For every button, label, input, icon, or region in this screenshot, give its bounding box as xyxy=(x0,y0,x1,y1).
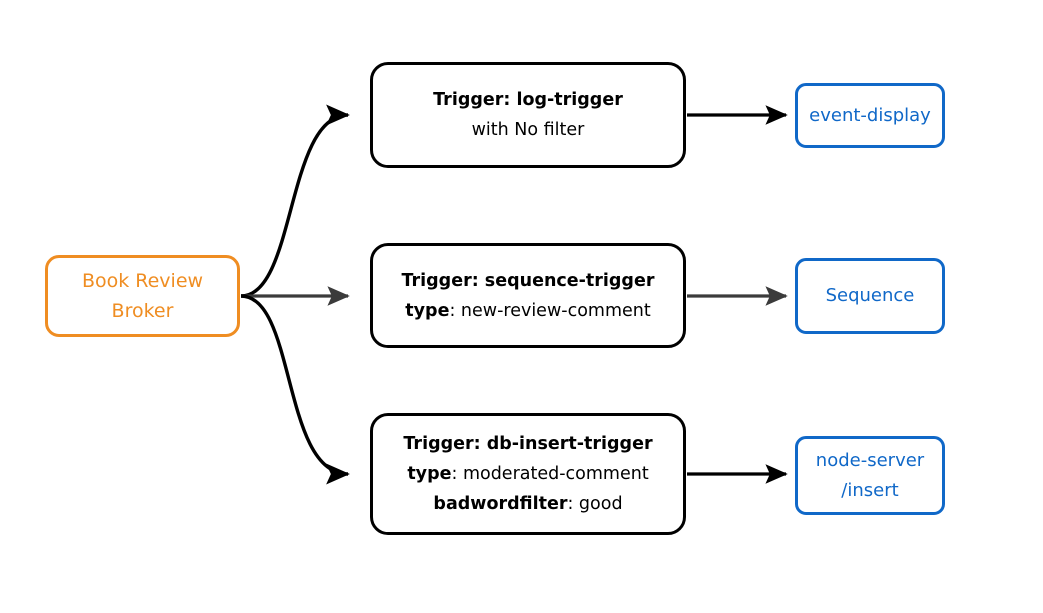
node-target-event-display[interactable]: event-display xyxy=(795,83,945,148)
node-target-node-server-insert[interactable]: node-server /insert xyxy=(795,436,945,515)
node-trigger-log-trigger[interactable]: Trigger: log-trigger with No filter xyxy=(370,62,686,168)
trigger-2-line-1: Trigger: sequence-trigger xyxy=(402,266,655,296)
trigger-2-line-2-rest: : new-review-comment xyxy=(449,300,651,321)
trigger-1-line-2-rest: with No filter xyxy=(471,120,585,140)
node-trigger-sequence-trigger[interactable]: Trigger: sequence-trigger type: new-revi… xyxy=(370,243,686,348)
edge-broker-to-log-trigger xyxy=(240,104,350,298)
target-2-label: Sequence xyxy=(825,285,915,306)
trigger-3-line-2-bold: type xyxy=(407,464,452,484)
broker-label-line-1: Book Review xyxy=(81,270,204,292)
edge-broker-to-db-insert-trigger xyxy=(240,294,350,485)
target-1-label: event-display xyxy=(809,104,931,126)
broker-label-line-2: Broker xyxy=(111,300,174,322)
node-trigger-db-insert-trigger[interactable]: Trigger: db-insert-trigger type: moderat… xyxy=(370,413,686,535)
trigger-2-line-2-bold: type xyxy=(405,300,450,321)
trigger-3-line-1-bold: Trigger: db-insert-trigger xyxy=(403,434,653,454)
trigger-3-line-1: Trigger: db-insert-trigger xyxy=(403,429,652,459)
trigger-1-line-2: with No filter xyxy=(472,115,585,145)
trigger-2-line-2: type: new-review-comment xyxy=(405,296,650,326)
trigger-3-line-3-rest: : good xyxy=(567,494,623,514)
node-book-review-broker[interactable]: Book Review Broker xyxy=(45,255,240,337)
trigger-3-line-2: type: moderated-comment xyxy=(407,459,648,489)
trigger-3-line-3-bold: badwordfilter xyxy=(433,494,568,514)
trigger-2-line-1-bold: Trigger: sequence-trigger xyxy=(401,270,655,291)
trigger-3-line-3: badwordfilter: good xyxy=(433,489,622,519)
target-3-label-line-2: /insert xyxy=(841,479,899,501)
node-target-sequence[interactable]: Sequence xyxy=(795,258,945,334)
trigger-3-line-2-rest: : moderated-comment xyxy=(451,464,649,484)
trigger-1-line-1: Trigger: log-trigger xyxy=(433,85,623,115)
trigger-1-line-1-bold: Trigger: log-trigger xyxy=(433,90,623,110)
target-3-label-line-1: node-server xyxy=(815,449,925,471)
